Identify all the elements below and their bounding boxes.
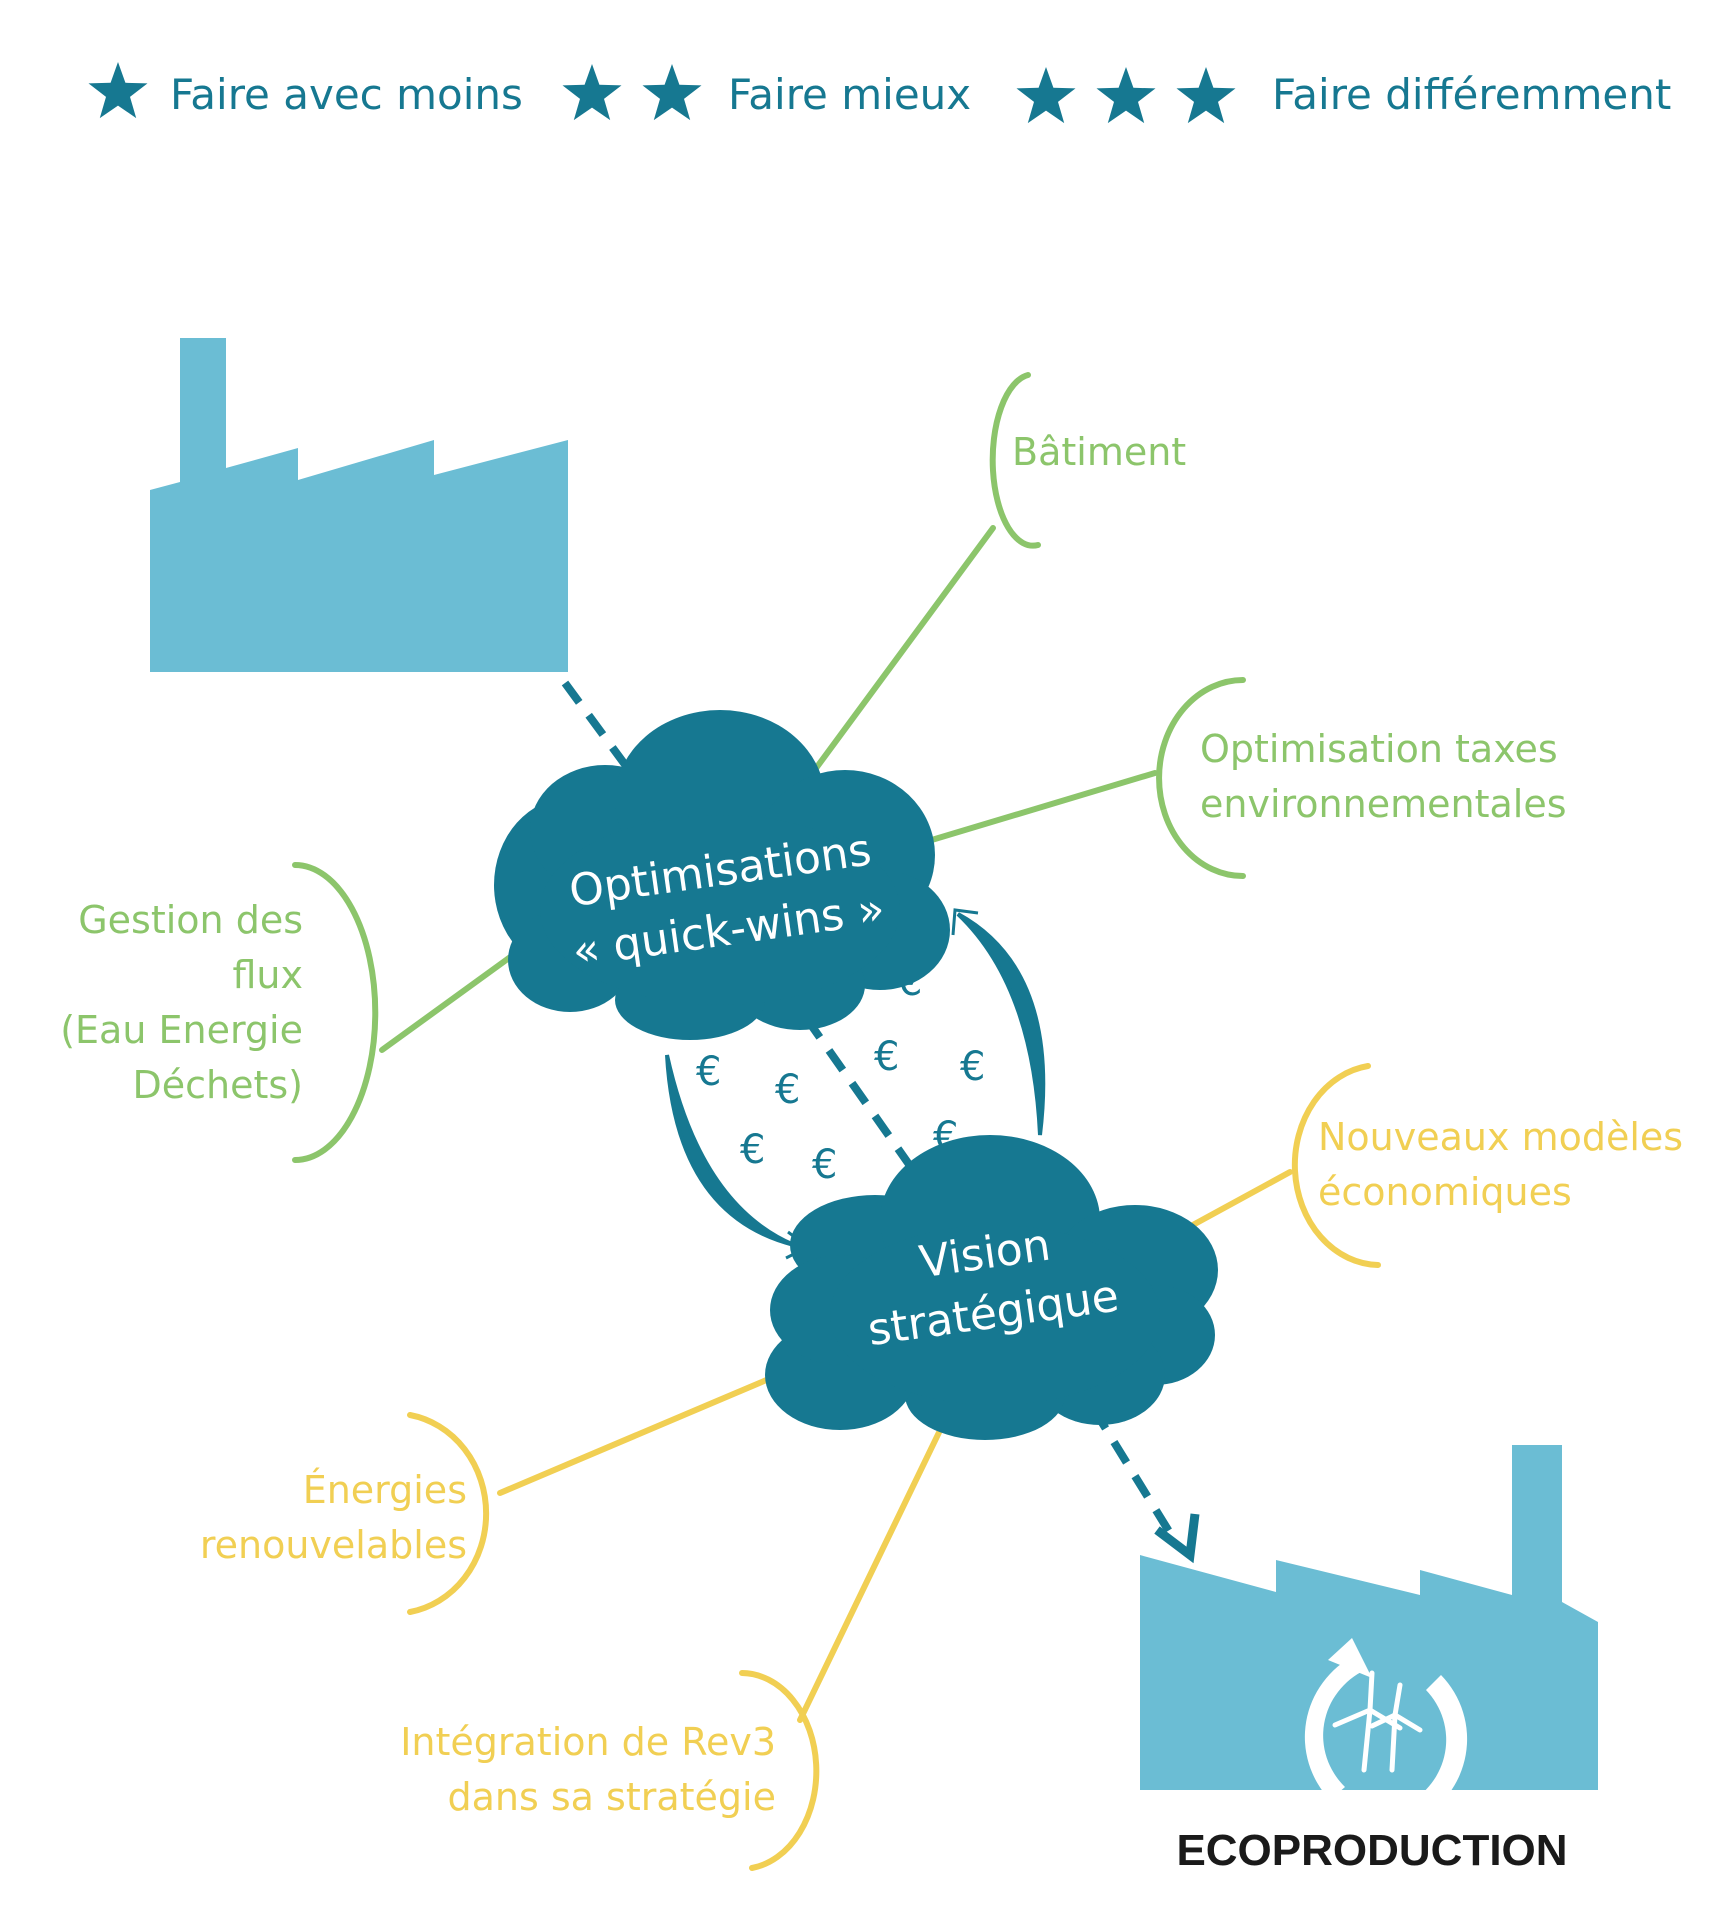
bracket-modeles	[1291, 1063, 1381, 1268]
dashed-arrows	[561, 680, 1200, 1564]
euro-icon: €	[740, 1127, 765, 1173]
euro-icon: €	[696, 1049, 721, 1095]
label-flux: Gestion des flux (Eau Energie Déchets)	[60, 898, 303, 1107]
eco-factory-icon	[1140, 1445, 1598, 1790]
connector-energies	[497, 1367, 793, 1496]
connector-modeles	[1177, 1169, 1293, 1235]
label-line: dans sa stratégie	[448, 1775, 776, 1819]
label-modeles: Nouveaux modèles économiques	[1318, 1115, 1683, 1214]
bracket-taxes	[1156, 677, 1246, 879]
label-energies: Énergies renouvelables	[200, 1468, 467, 1567]
legend-item-3: Faire différemment	[1016, 67, 1671, 124]
label-line: Intégration de Rev3	[400, 1720, 776, 1764]
cloud-quick-wins: Optimisations « quick-wins »	[494, 710, 950, 1040]
label-line: renouvelables	[200, 1523, 467, 1567]
label-line: flux	[232, 953, 303, 997]
label-line: économiques	[1318, 1170, 1572, 1214]
wind-turbine-icon	[1332, 1670, 1423, 1773]
euro-icon: €	[960, 1044, 985, 1090]
arrowhead-icon	[1154, 1513, 1200, 1564]
legend-item-1: Faire avec moins	[88, 62, 523, 119]
label-line: Optimisation taxes	[1200, 727, 1558, 771]
cloud-shape	[494, 710, 950, 1040]
eco-factory: ECOPRODUCTION	[1140, 1445, 1598, 1875]
legend: Faire avec moins Faire mieux Faire diffé…	[88, 62, 1671, 124]
cloud-shape	[765, 1135, 1218, 1440]
connector-rev3	[797, 1417, 948, 1723]
label-taxes: Optimisation taxes environnementales	[1200, 727, 1567, 826]
label-line: Gestion des	[78, 898, 303, 942]
arrowhead-icon	[951, 908, 979, 936]
bracket-batiment	[989, 372, 1041, 549]
euro-icon: €	[874, 1034, 899, 1080]
star-icon	[1016, 67, 1076, 124]
factory-icon	[150, 338, 568, 672]
connector-taxes	[912, 770, 1158, 848]
dashed-arrow-vision-to-eco	[1089, 1405, 1174, 1536]
connector-flux	[379, 947, 523, 1053]
dashed-arrow-factory-to-quickwins	[561, 680, 644, 788]
label-line: Déchets)	[132, 1063, 303, 1107]
star-icon	[642, 64, 702, 121]
recycle-arrows-icon	[1304, 1638, 1468, 1840]
label-line: Énergies	[303, 1468, 467, 1512]
curved-arrow-up	[956, 912, 1046, 1136]
euro-icon: €	[812, 1142, 837, 1188]
euro-icon: €	[775, 1067, 800, 1113]
brackets	[292, 372, 1381, 1871]
eco-label: ECOPRODUCTION	[1176, 1826, 1567, 1875]
bracket-flux	[292, 862, 379, 1163]
label-rev3: Intégration de Rev3 dans sa stratégie	[400, 1720, 776, 1819]
bracket-rev3	[739, 1670, 820, 1871]
star-icon	[88, 62, 148, 119]
connectors	[379, 525, 1293, 1723]
label-batiment: Bâtiment	[1012, 430, 1186, 474]
label-line: (Eau Energie	[60, 1008, 303, 1052]
label-line: Nouveaux modèles	[1318, 1115, 1683, 1159]
legend-label: Faire avec moins	[170, 70, 523, 119]
cloud-vision: Vision stratégique	[765, 1135, 1218, 1440]
star-icon	[1096, 67, 1156, 124]
connector-batiment	[797, 525, 996, 793]
star-icon	[562, 64, 622, 121]
label-line: environnementales	[1200, 782, 1567, 826]
euro-symbols: € € € € € € € €	[696, 959, 985, 1188]
bracket-energies	[407, 1412, 490, 1615]
legend-label: Faire mieux	[728, 70, 971, 119]
legend-item-2: Faire mieux	[562, 64, 971, 121]
legend-label: Faire différemment	[1272, 70, 1671, 119]
star-icon	[1176, 67, 1236, 124]
